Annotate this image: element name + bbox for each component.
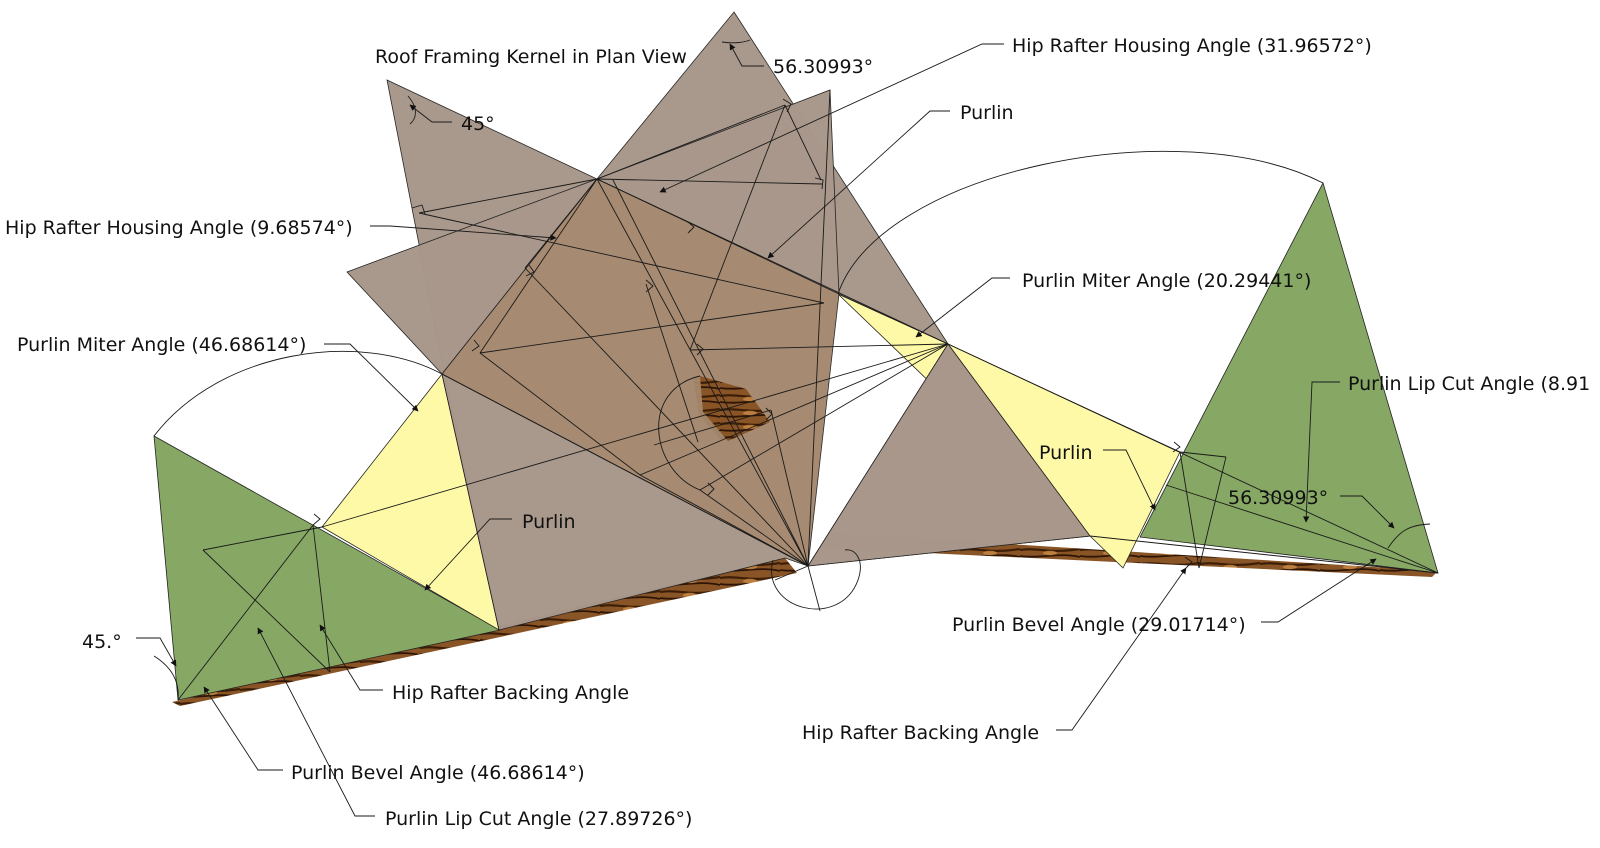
label-hip-housing-left: Hip Rafter Housing Angle (9.68574°) bbox=[5, 217, 353, 239]
label-purlin-bevel-left: Purlin Bevel Angle (46.68614°) bbox=[291, 762, 585, 784]
green-triangle-left bbox=[153, 435, 502, 701]
label-purlin-left: Purlin bbox=[522, 511, 576, 533]
leader-lines bbox=[136, 43, 1395, 817]
roof-plane-bottom-right bbox=[807, 343, 1091, 567]
green-triangle-right bbox=[1139, 181, 1439, 574]
label-purlin-miter-right: Purlin Miter Angle (20.29441°) bbox=[1022, 270, 1311, 292]
diagram-title: Roof Framing Kernel in Plan View bbox=[375, 46, 687, 68]
label-purlin-right: Purlin bbox=[1039, 442, 1093, 464]
label-purlin-lip-right: Purlin Lip Cut Angle (8.91 bbox=[1348, 373, 1590, 395]
label-hip-housing-top: Hip Rafter Housing Angle (31.96572°) bbox=[1012, 35, 1372, 57]
label-angle-top-left: 45° bbox=[461, 113, 495, 135]
label-purlin-lip-left: Purlin Lip Cut Angle (27.89726°) bbox=[385, 808, 692, 830]
label-purlin-bevel-right: Purlin Bevel Angle (29.01714°) bbox=[952, 614, 1246, 636]
label-hip-backing-left: Hip Rafter Backing Angle bbox=[392, 682, 629, 704]
label-purlin-top: Purlin bbox=[960, 102, 1014, 124]
label-angle-top: 56.30993° bbox=[773, 56, 873, 78]
label-angle-left: 45.° bbox=[82, 631, 122, 653]
label-hip-backing-right: Hip Rafter Backing Angle bbox=[802, 722, 1039, 744]
swing-arcs bbox=[153, 39, 1431, 701]
label-angle-right: 56.30993° bbox=[1228, 487, 1328, 509]
framing-lines bbox=[177, 89, 1439, 701]
right-angle-markers bbox=[312, 98, 1193, 569]
kernel-wood-block bbox=[700, 376, 770, 441]
label-purlin-miter-left: Purlin Miter Angle (46.68614°) bbox=[17, 334, 306, 356]
